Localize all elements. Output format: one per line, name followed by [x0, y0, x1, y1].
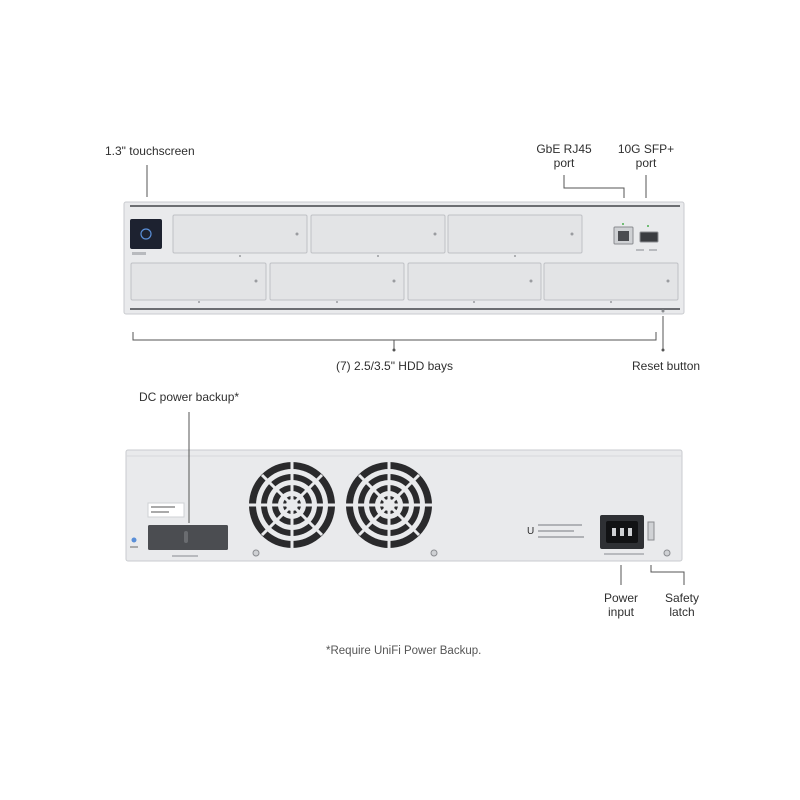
power-input-callout: Power input [603, 591, 638, 619]
front-leader-dots [392, 348, 665, 352]
rear-leader-lines [188, 412, 685, 585]
sfp-callout: 10G SFP+ port [617, 142, 675, 170]
model-label [132, 252, 146, 255]
reset-button[interactable] [661, 309, 665, 313]
rj45-port-opening [618, 231, 629, 241]
hdd-bays-top-row [172, 214, 583, 257]
fan-right [346, 462, 432, 548]
hdd-bay[interactable] [543, 262, 679, 301]
safety-latch[interactable] [647, 521, 655, 541]
reset-button-callout: Reset button [632, 359, 701, 373]
serial-sticker [147, 502, 185, 518]
sfp-port[interactable] [639, 231, 659, 243]
fan-left [249, 462, 335, 548]
hdd-bay[interactable] [172, 214, 308, 254]
footnote: *Require UniFi Power Backup. [326, 645, 482, 657]
touchscreen-icon [140, 228, 152, 240]
touchscreen-callout: 1.3" touchscreen [105, 144, 195, 158]
rj45-callout: GbE RJ45 port [536, 142, 592, 170]
hdd-bays-callout: (7) 2.5/3.5" HDD bays [336, 359, 453, 373]
hdd-bay[interactable] [130, 262, 267, 301]
touchscreen-display [130, 219, 162, 249]
front-panel [123, 201, 685, 315]
dc-power-backup-callout: DC power backup* [139, 390, 240, 404]
ubiquiti-logo-icon: U [527, 526, 534, 537]
safety-latch-callout: Safety latch [664, 591, 700, 619]
status-led-icon [131, 537, 137, 543]
front-leader-lines [132, 165, 664, 350]
rear-panel: U [125, 449, 683, 562]
hdd-bay[interactable] [269, 262, 405, 301]
hdd-bays-bottom-row [130, 262, 679, 303]
hdd-bay[interactable] [407, 262, 542, 301]
hdd-bay[interactable] [447, 214, 583, 254]
hdd-bay[interactable] [310, 214, 446, 254]
